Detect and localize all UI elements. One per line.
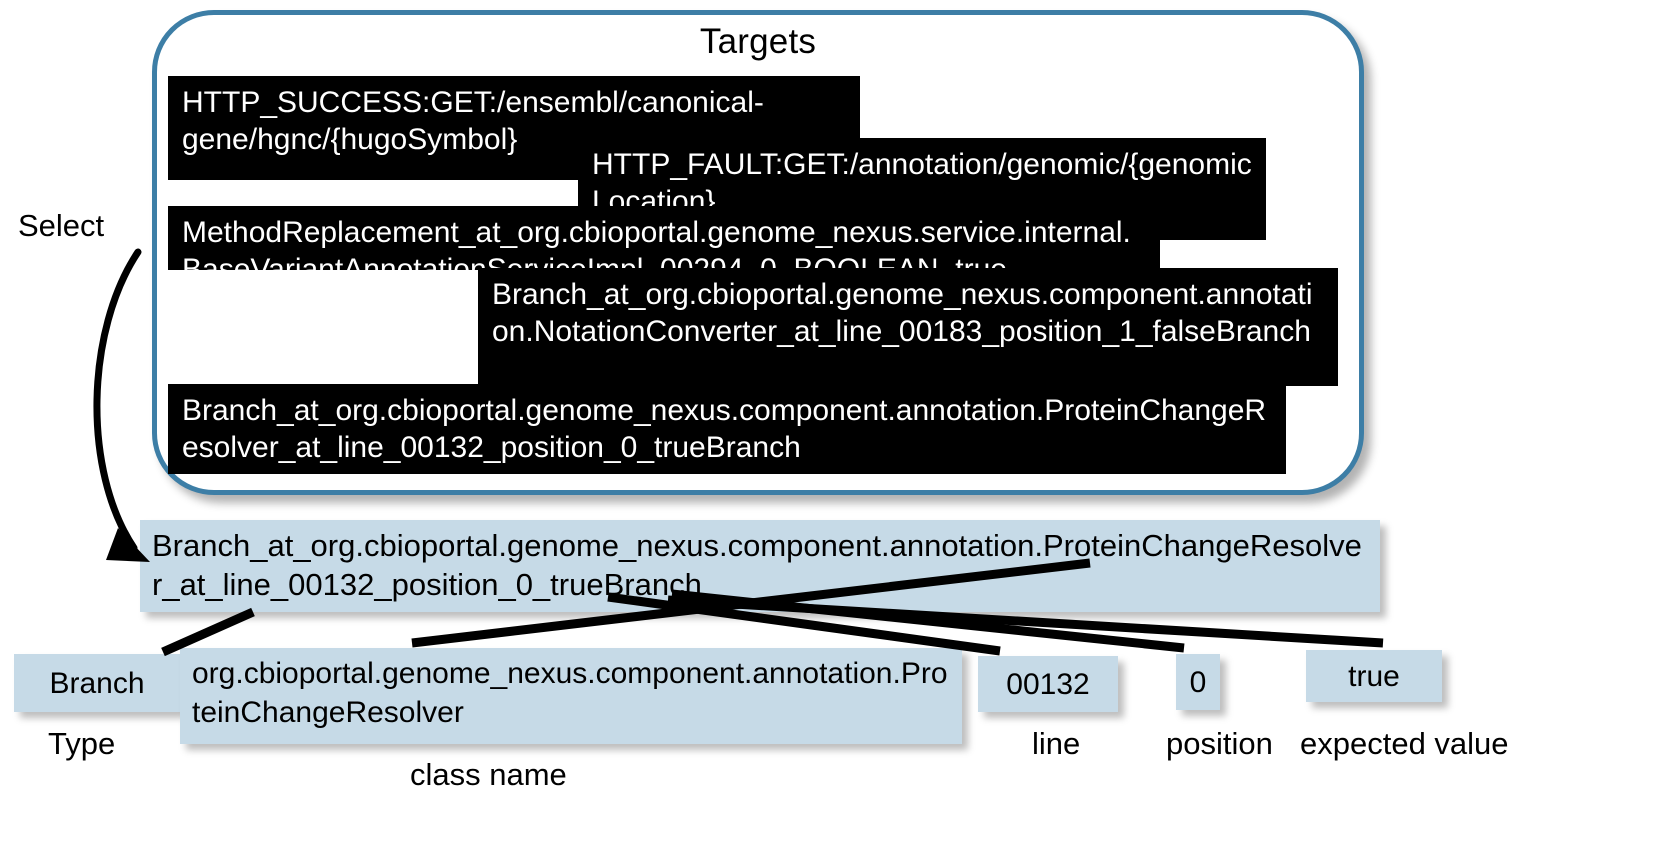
selected-target-id[interactable]: Branch_at_org.cbioportal.genome_nexus.co… bbox=[140, 520, 1380, 612]
select-label: Select bbox=[18, 208, 105, 243]
part-caption-position: position bbox=[1166, 726, 1273, 761]
part-value-position[interactable]: 0 bbox=[1176, 654, 1220, 710]
part-value-class-name[interactable]: org.cbioportal.genome_nexus.component.an… bbox=[180, 648, 962, 744]
panel-title: Targets bbox=[699, 22, 817, 61]
part-caption-expected-value: expected value bbox=[1300, 726, 1509, 761]
part-caption-line: line bbox=[1032, 726, 1081, 761]
target-item-branch-protein-change-resolver[interactable]: Branch_at_org.cbioportal.genome_nexus.co… bbox=[168, 384, 1286, 474]
part-value-line[interactable]: 00132 bbox=[978, 656, 1118, 712]
part-value-type[interactable]: Branch bbox=[14, 654, 180, 712]
part-value-expected-value[interactable]: true bbox=[1306, 650, 1442, 702]
target-item-http-success[interactable]: HTTP_SUCCESS:GET:/ensembl/canonical-gene… bbox=[168, 76, 860, 180]
target-item-branch-notation-converter[interactable]: Branch_at_org.cbioportal.genome_nexus.co… bbox=[478, 268, 1338, 386]
select-arrow-curve bbox=[93, 248, 142, 552]
target-item-method-replacement[interactable]: MethodReplacement_at_org.cbioportal.geno… bbox=[168, 206, 1160, 270]
part-caption-type: Type bbox=[48, 726, 116, 761]
part-caption-class-name: class name bbox=[410, 757, 567, 792]
link-type bbox=[161, 607, 255, 657]
